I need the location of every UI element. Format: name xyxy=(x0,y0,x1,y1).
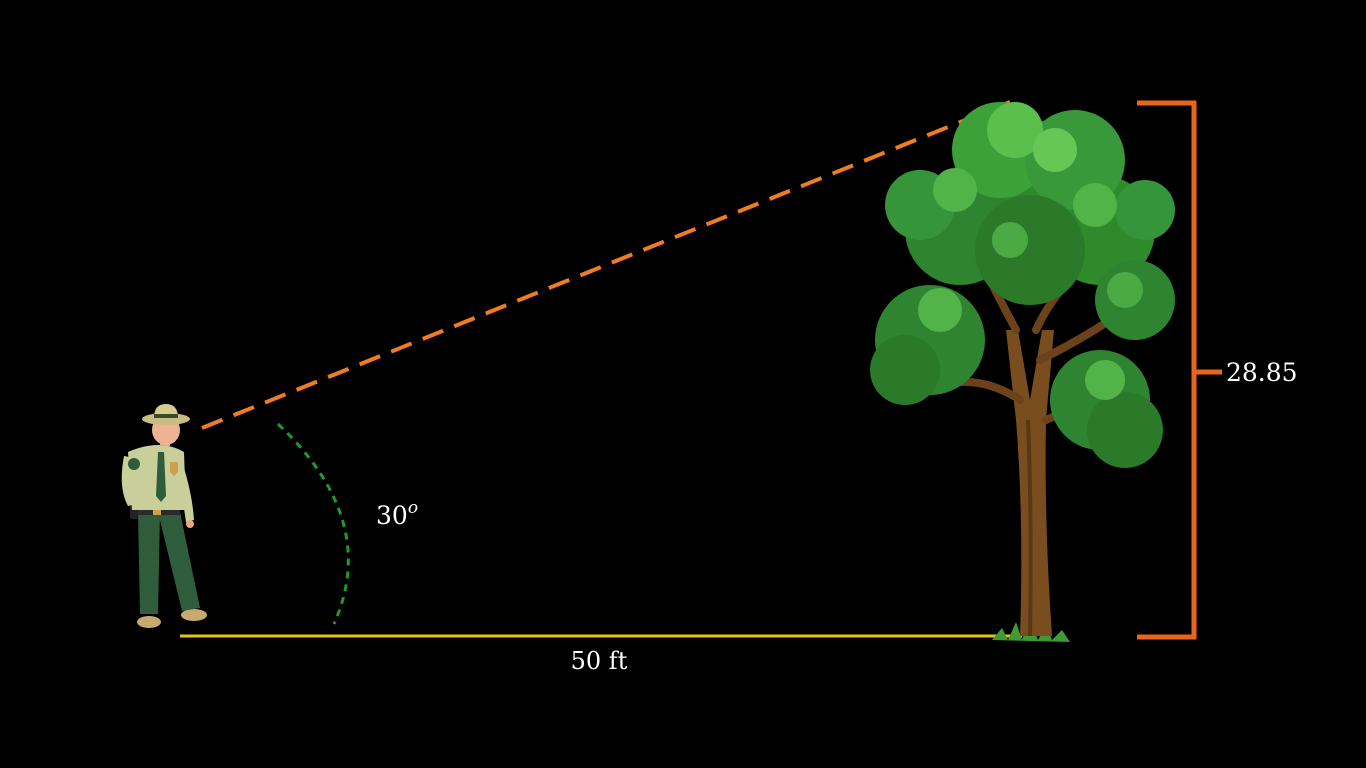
angle-label: 30o xyxy=(376,498,418,530)
line-of-sight xyxy=(201,100,1011,430)
tree-canopy xyxy=(870,102,1175,468)
ranger-figure xyxy=(121,404,207,628)
height-bracket xyxy=(1137,100,1222,640)
distance-label: 50 ft xyxy=(571,647,628,675)
angle-degree-mark: o xyxy=(408,498,418,518)
tree-figure xyxy=(870,102,1175,642)
angle-value: 30 xyxy=(376,501,408,530)
angle-arc xyxy=(276,422,350,625)
height-label: 28.85 xyxy=(1226,358,1298,387)
